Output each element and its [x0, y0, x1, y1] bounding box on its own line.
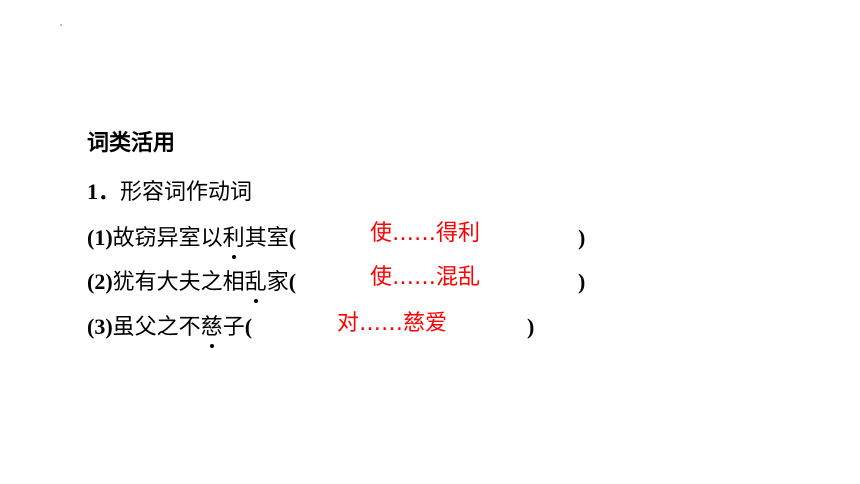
- example-item-3: (3)虽父之不慈子(: [87, 313, 253, 348]
- sentence-before: 犹有大夫之相: [112, 270, 245, 295]
- sentence-after: 子: [222, 315, 245, 340]
- close-paren-1: ): [578, 225, 586, 250]
- corner-mark: [60, 24, 62, 26]
- example-item-2: (2)犹有大夫之相乱家(: [87, 268, 297, 303]
- item-number: (2): [87, 269, 113, 294]
- subsection-label: 形容词作动词: [120, 180, 253, 205]
- item-number: (1): [87, 225, 113, 250]
- open-paren: (: [244, 314, 253, 339]
- answer-2: 使……混乱: [370, 265, 481, 290]
- subsection-number: 1．: [87, 179, 121, 204]
- sentence-after: 其室: [244, 226, 289, 251]
- answer-3: 对……慈爱: [337, 311, 448, 336]
- subsection-title: 1．形容词作动词: [87, 178, 252, 207]
- example-item-1: (1)故窃异室以利其室(: [87, 224, 297, 259]
- close-paren-2: ): [578, 269, 586, 294]
- marked-character: 利: [222, 226, 245, 259]
- sentence-after: 家: [266, 270, 289, 295]
- answer-1: 使……得利: [370, 221, 481, 246]
- marked-character: 慈: [200, 315, 223, 348]
- marked-character: 乱: [244, 270, 267, 303]
- sentence-before: 虽父之不: [112, 315, 201, 340]
- open-paren: (: [288, 225, 297, 250]
- sentence-before: 故窃异室以: [112, 226, 223, 251]
- open-paren: (: [288, 269, 297, 294]
- item-number: (3): [87, 314, 113, 339]
- close-paren-3: ): [527, 314, 535, 339]
- section-heading: 词类活用: [87, 131, 176, 156]
